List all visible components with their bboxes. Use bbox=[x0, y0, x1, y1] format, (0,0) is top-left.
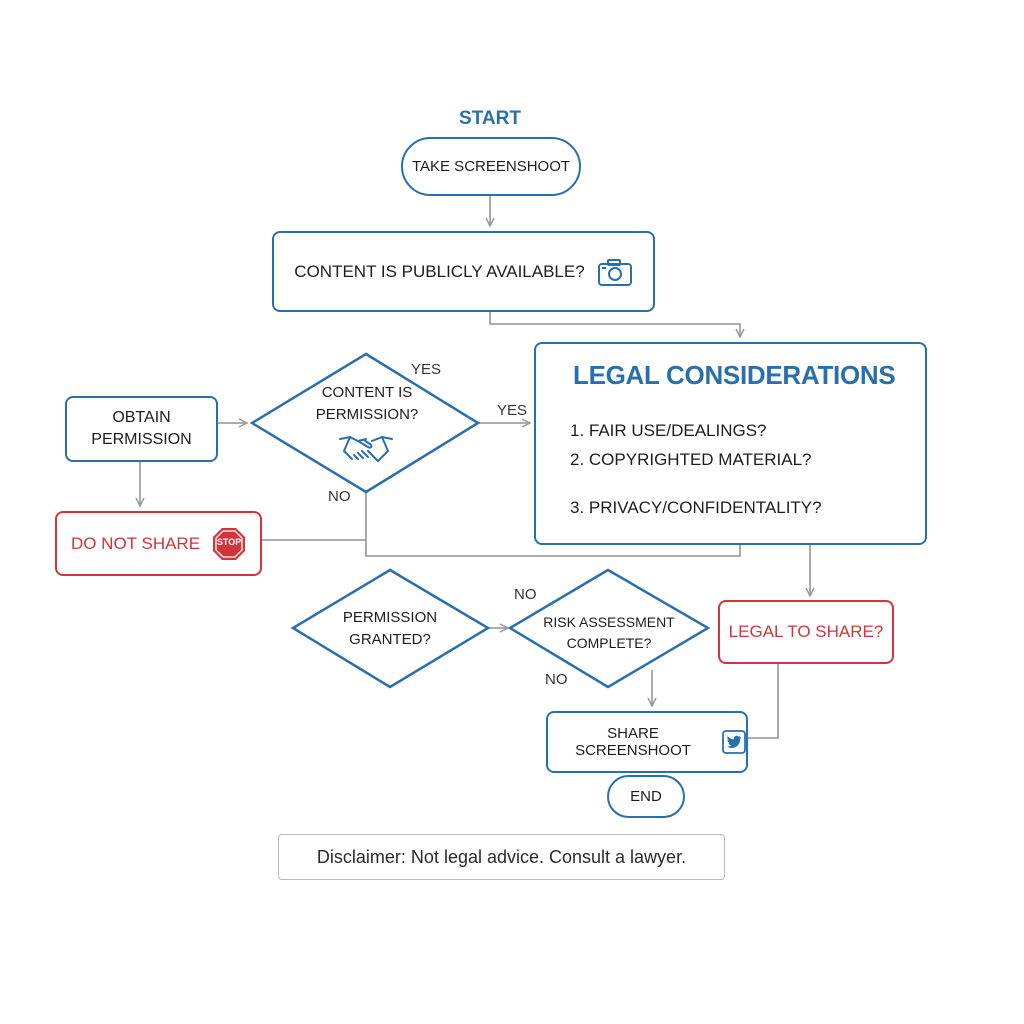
connector-legalshare-to-share bbox=[748, 664, 779, 739]
obtain-permission-node: OBTAIN PERMISSION bbox=[65, 396, 218, 462]
legal-to-share-node: LEGAL TO SHARE? bbox=[718, 600, 894, 664]
no-label-risk-bottom: NO bbox=[545, 671, 568, 688]
permission-granted-line1: PERMISSION bbox=[342, 609, 438, 626]
permission-granted-text: PERMISSION GRANTED? bbox=[320, 607, 460, 651]
share-screenshot-label: SHARE SCREENSHOOT bbox=[575, 725, 691, 759]
end-node: END bbox=[607, 775, 685, 818]
start-label: START bbox=[459, 108, 521, 129]
legal-item-3: 3. PRIVACY/CONFIDENTALITY? bbox=[570, 498, 822, 517]
permission-diamond-line2: PERMISSION? bbox=[315, 406, 419, 423]
risk-assessment-text: RISK ASSESSMENT COMPLETE? bbox=[530, 612, 688, 654]
permission-diamond bbox=[249, 352, 481, 494]
permission-granted-line2: GRANTED? bbox=[349, 631, 431, 648]
stop-sign-text: STOP bbox=[216, 536, 242, 547]
camera-icon bbox=[597, 257, 633, 287]
legal-considerations-title: LEGAL CONSIDERATIONS bbox=[573, 360, 896, 390]
risk-assessment-line2: COMPLETE? bbox=[566, 635, 652, 651]
disclaimer-box: Disclaimer: Not legal advice. Consult a … bbox=[278, 834, 725, 880]
legal-to-share-label: LEGAL TO SHARE? bbox=[728, 622, 884, 641]
permission-diamond-text: CONTENT IS PERMISSION? bbox=[292, 382, 442, 426]
end-label: END bbox=[630, 788, 662, 805]
obtain-permission-line1: OBTAIN bbox=[112, 409, 171, 426]
take-screenshot-label: TAKE SCREENSHOOT bbox=[411, 158, 571, 175]
do-not-share-node: DO NOT SHARE STOP bbox=[55, 511, 262, 576]
risk-assessment-line1: RISK ASSESSMENT bbox=[543, 614, 675, 630]
stop-sign-icon: STOP bbox=[212, 527, 246, 561]
risk-assessment-diamond bbox=[507, 568, 711, 689]
no-label-permission: NO bbox=[328, 488, 351, 505]
disclaimer-text: Disclaimer: Not legal advice. Consult a … bbox=[316, 846, 687, 867]
content-public-node: CONTENT IS PUBLICLY AVAILABLE? bbox=[272, 231, 655, 312]
no-label-risk-top: NO bbox=[514, 586, 537, 603]
do-not-share-label: DO NOT SHARE bbox=[70, 533, 201, 553]
connector-public-to-legal bbox=[489, 312, 740, 337]
permission-granted-diamond bbox=[290, 568, 491, 689]
legal-considerations-node: LEGAL CONSIDERATIONS 1. FAIR USE/DEALING… bbox=[534, 342, 927, 545]
content-public-label: CONTENT IS PUBLICLY AVAILABLE? bbox=[294, 261, 585, 281]
obtain-permission-line2: PERMISSION bbox=[91, 431, 192, 448]
share-screenshot-node: SHARE SCREENSHOOT bbox=[546, 711, 748, 773]
permission-diamond-line1: CONTENT IS bbox=[321, 384, 413, 401]
legal-item-2: 2. COPYRIGHTED MATERIAL? bbox=[570, 450, 812, 469]
legal-item-1: 1. FAIR USE/DEALINGS? bbox=[570, 421, 767, 440]
take-screenshot-node: TAKE SCREENSHOOT bbox=[401, 137, 581, 196]
connector-permission-no bbox=[365, 488, 741, 557]
yes-label-top: YES bbox=[411, 361, 442, 378]
yes-label-right: YES bbox=[497, 402, 528, 419]
twitter-bird-icon bbox=[722, 730, 746, 754]
handshake-icon bbox=[338, 429, 394, 467]
